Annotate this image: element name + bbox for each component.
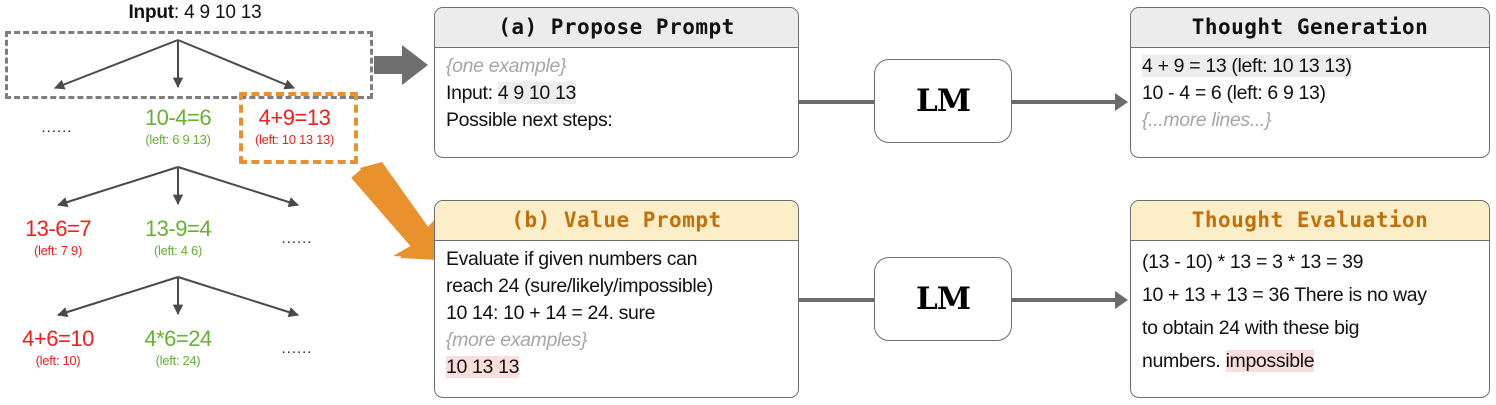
- evaluation-line-3: to obtain 24 with these big: [1142, 317, 1360, 339]
- value-line-1: Evaluate if given numbers can: [446, 248, 698, 270]
- thought-generation-title: Thought Generation: [1131, 8, 1489, 48]
- value-more-examples-placeholder: {more examples}: [446, 329, 588, 351]
- connector-propose-to-lm: [799, 100, 875, 104]
- tree-node-l2-1[interactable]: 13-9=4 (left: 4 6): [122, 216, 234, 259]
- evaluation-line-4-prefix: numbers.: [1142, 350, 1226, 372]
- tree-node-l1-1-selected[interactable]: 4+9=13 (left: 10 13 13): [238, 105, 351, 148]
- ellipsis-level1: ......: [41, 119, 73, 136]
- propose-prompt-card: (a) Propose Prompt {one example} Input: …: [434, 7, 799, 158]
- generation-line-1: 4 + 9 = 13 (left: 10 13 13): [1142, 53, 1478, 80]
- propose-prompt-body: {one example} Input: 4 9 10 13 Possible …: [435, 48, 798, 140]
- node-expression: 10-4=6: [144, 105, 212, 130]
- thought-generation-body: 4 + 9 = 13 (left: 10 13 13) 10 - 4 = 6 (…: [1131, 48, 1489, 140]
- tree-edges: [54, 39, 299, 318]
- connector-lm-to-evaluation: [1011, 298, 1117, 302]
- value-prompt-body: Evaluate if given numbers can reach 24 (…: [435, 241, 798, 387]
- node-remaining: (left: 7 9): [34, 243, 82, 258]
- value-line-2: reach 24 (sure/likely/impossible): [446, 275, 713, 297]
- value-prompt-card: (b) Value Prompt Evaluate if given numbe…: [434, 200, 799, 398]
- ellipsis-level3: ......: [281, 340, 313, 357]
- node-remaining: (left: 24): [155, 353, 201, 368]
- connector-value-to-lm: [799, 298, 875, 302]
- evaluation-verdict-badge: impossible: [1225, 350, 1315, 372]
- node-expression: 13-9=4: [144, 216, 212, 241]
- node-remaining: (left: 10): [35, 353, 81, 368]
- value-query-value: 10 13 13: [446, 356, 520, 378]
- arrow-tree-to-value-icon: [351, 162, 438, 260]
- propose-input-value: 4 9 10 13: [497, 82, 576, 104]
- propose-input-line: Input: 4 9 10 13: [446, 80, 787, 107]
- thought-evaluation-title: Thought Evaluation: [1131, 201, 1489, 241]
- node-remaining: (left: 4 6): [154, 243, 202, 258]
- lm-box-bottom[interactable]: LM: [874, 257, 1012, 341]
- arrow-tree-to-propose-icon: [374, 45, 428, 85]
- evaluation-line-2: 10 + 13 + 13 = 36 There is no way: [1142, 284, 1427, 306]
- tree-node-l3-1[interactable]: 4*6=24 (left: 24): [122, 326, 234, 369]
- node-expression: 13-6=7: [24, 216, 92, 241]
- propose-example-placeholder: {one example}: [446, 55, 567, 77]
- propose-prompt-title: (a) Propose Prompt: [435, 8, 798, 48]
- tree-input-value: : 4 9 10 13: [173, 2, 262, 23]
- node-expression: 4+6=10: [22, 326, 94, 351]
- propose-next-steps-line: Possible next steps:: [446, 109, 613, 131]
- node-remaining: (left: 6 9 13): [145, 132, 211, 147]
- thought-evaluation-body: (13 - 10) * 13 = 3 * 13 = 39 10 + 13 + 1…: [1131, 241, 1489, 384]
- arrowhead-evaluation-icon: [1115, 291, 1128, 309]
- lm-box-top[interactable]: LM: [874, 59, 1012, 143]
- propose-input-label: Input:: [446, 82, 498, 104]
- ellipsis-level2: ......: [281, 230, 313, 247]
- tree-node-l2-0[interactable]: 13-6=7 (left: 7 9): [2, 216, 114, 259]
- node-expression: 4+9=13: [258, 105, 331, 130]
- tree-input-label: Input: [128, 2, 174, 23]
- value-query-line: 10 13 13: [446, 354, 787, 381]
- node-expression: 4*6=24: [144, 326, 212, 351]
- selected-node-dashed-frame: [239, 92, 358, 164]
- evaluation-line-1: (13 - 10) * 13 = 3 * 13 = 39: [1142, 251, 1364, 273]
- thought-evaluation-card: Thought Evaluation (13 - 10) * 13 = 3 * …: [1130, 200, 1490, 398]
- generation-line-2: 10 - 4 = 6 (left: 6 9 13): [1142, 82, 1326, 104]
- tree-input-title: Input: 4 9 10 13: [0, 2, 390, 24]
- tree-node-l1-0[interactable]: 10-4=6 (left: 6 9 13): [118, 105, 238, 148]
- arrowhead-generation-icon: [1115, 93, 1128, 111]
- node-remaining: (left: 10 13 13): [254, 132, 335, 147]
- evaluation-line-4: numbers. impossible: [1142, 345, 1478, 378]
- value-prompt-title: (b) Value Prompt: [435, 201, 798, 241]
- thought-generation-card: Thought Generation 4 + 9 = 13 (left: 10 …: [1130, 7, 1490, 158]
- generation-more-lines-placeholder: {...more lines...}: [1142, 109, 1272, 131]
- generation-line-1-text: 4 + 9 = 13 (left: 10 13 13): [1142, 55, 1352, 77]
- root-level-dashed-frame: [5, 31, 373, 99]
- value-line-3: 10 14: 10 + 14 = 24. sure: [446, 302, 656, 324]
- connector-lm-to-generation: [1011, 100, 1117, 104]
- search-tree: Input: 4 9 10 13 ...... 10-4=6 (: [0, 0, 420, 405]
- tree-node-l3-0[interactable]: 4+6=10 (left: 10): [2, 326, 114, 369]
